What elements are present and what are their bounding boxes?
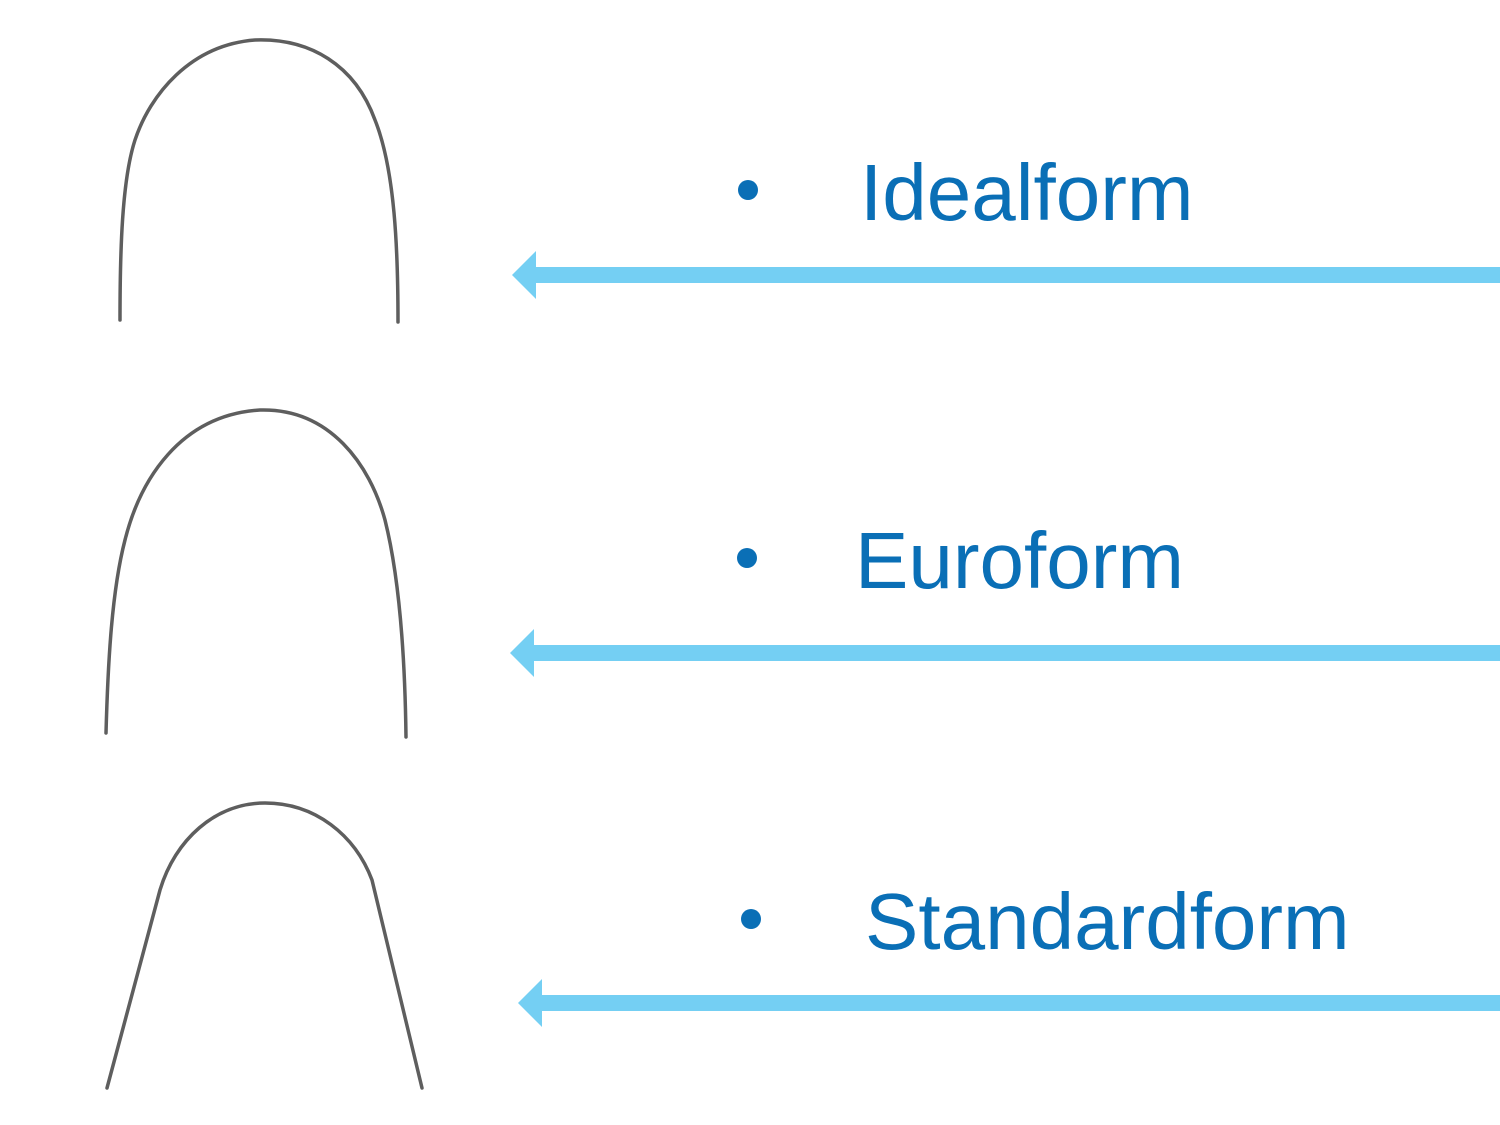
euroform-arrow xyxy=(510,629,1500,677)
euroform-label: Euroform xyxy=(855,516,1184,605)
standardform-label: Standardform xyxy=(865,877,1350,966)
idealform-arrow xyxy=(512,251,1500,299)
idealform-bullet-icon xyxy=(738,180,758,200)
euroform-bullet-icon xyxy=(737,548,757,568)
idealform-archwire-shape xyxy=(118,38,400,324)
euroform-archwire-shape xyxy=(104,408,408,739)
idealform-label: Idealform xyxy=(860,148,1194,237)
standardform-arrow xyxy=(518,979,1500,1027)
standardform-bullet-icon xyxy=(741,909,761,929)
standardform-archwire-shape xyxy=(105,801,424,1090)
